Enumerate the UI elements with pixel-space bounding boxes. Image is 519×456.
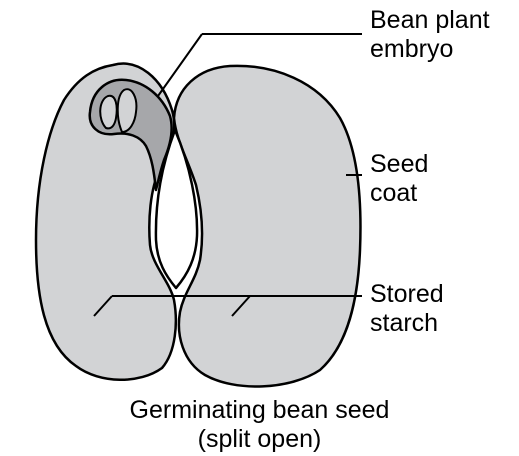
embryo-label-line1: Bean plant (370, 6, 490, 35)
embryo-plumule-left (100, 96, 116, 129)
caption-line2: (split open) (0, 425, 519, 454)
seed-coat-label-line1: Seed (370, 150, 428, 179)
embryo-label-line2: embryo (370, 35, 453, 64)
seed-coat-label-line2: coat (370, 179, 417, 208)
starch-label-line2: starch (370, 309, 438, 338)
caption-line1: Germinating bean seed (0, 396, 519, 425)
right-seed-half (174, 66, 360, 387)
starch-label-line1: Stored (370, 280, 444, 309)
